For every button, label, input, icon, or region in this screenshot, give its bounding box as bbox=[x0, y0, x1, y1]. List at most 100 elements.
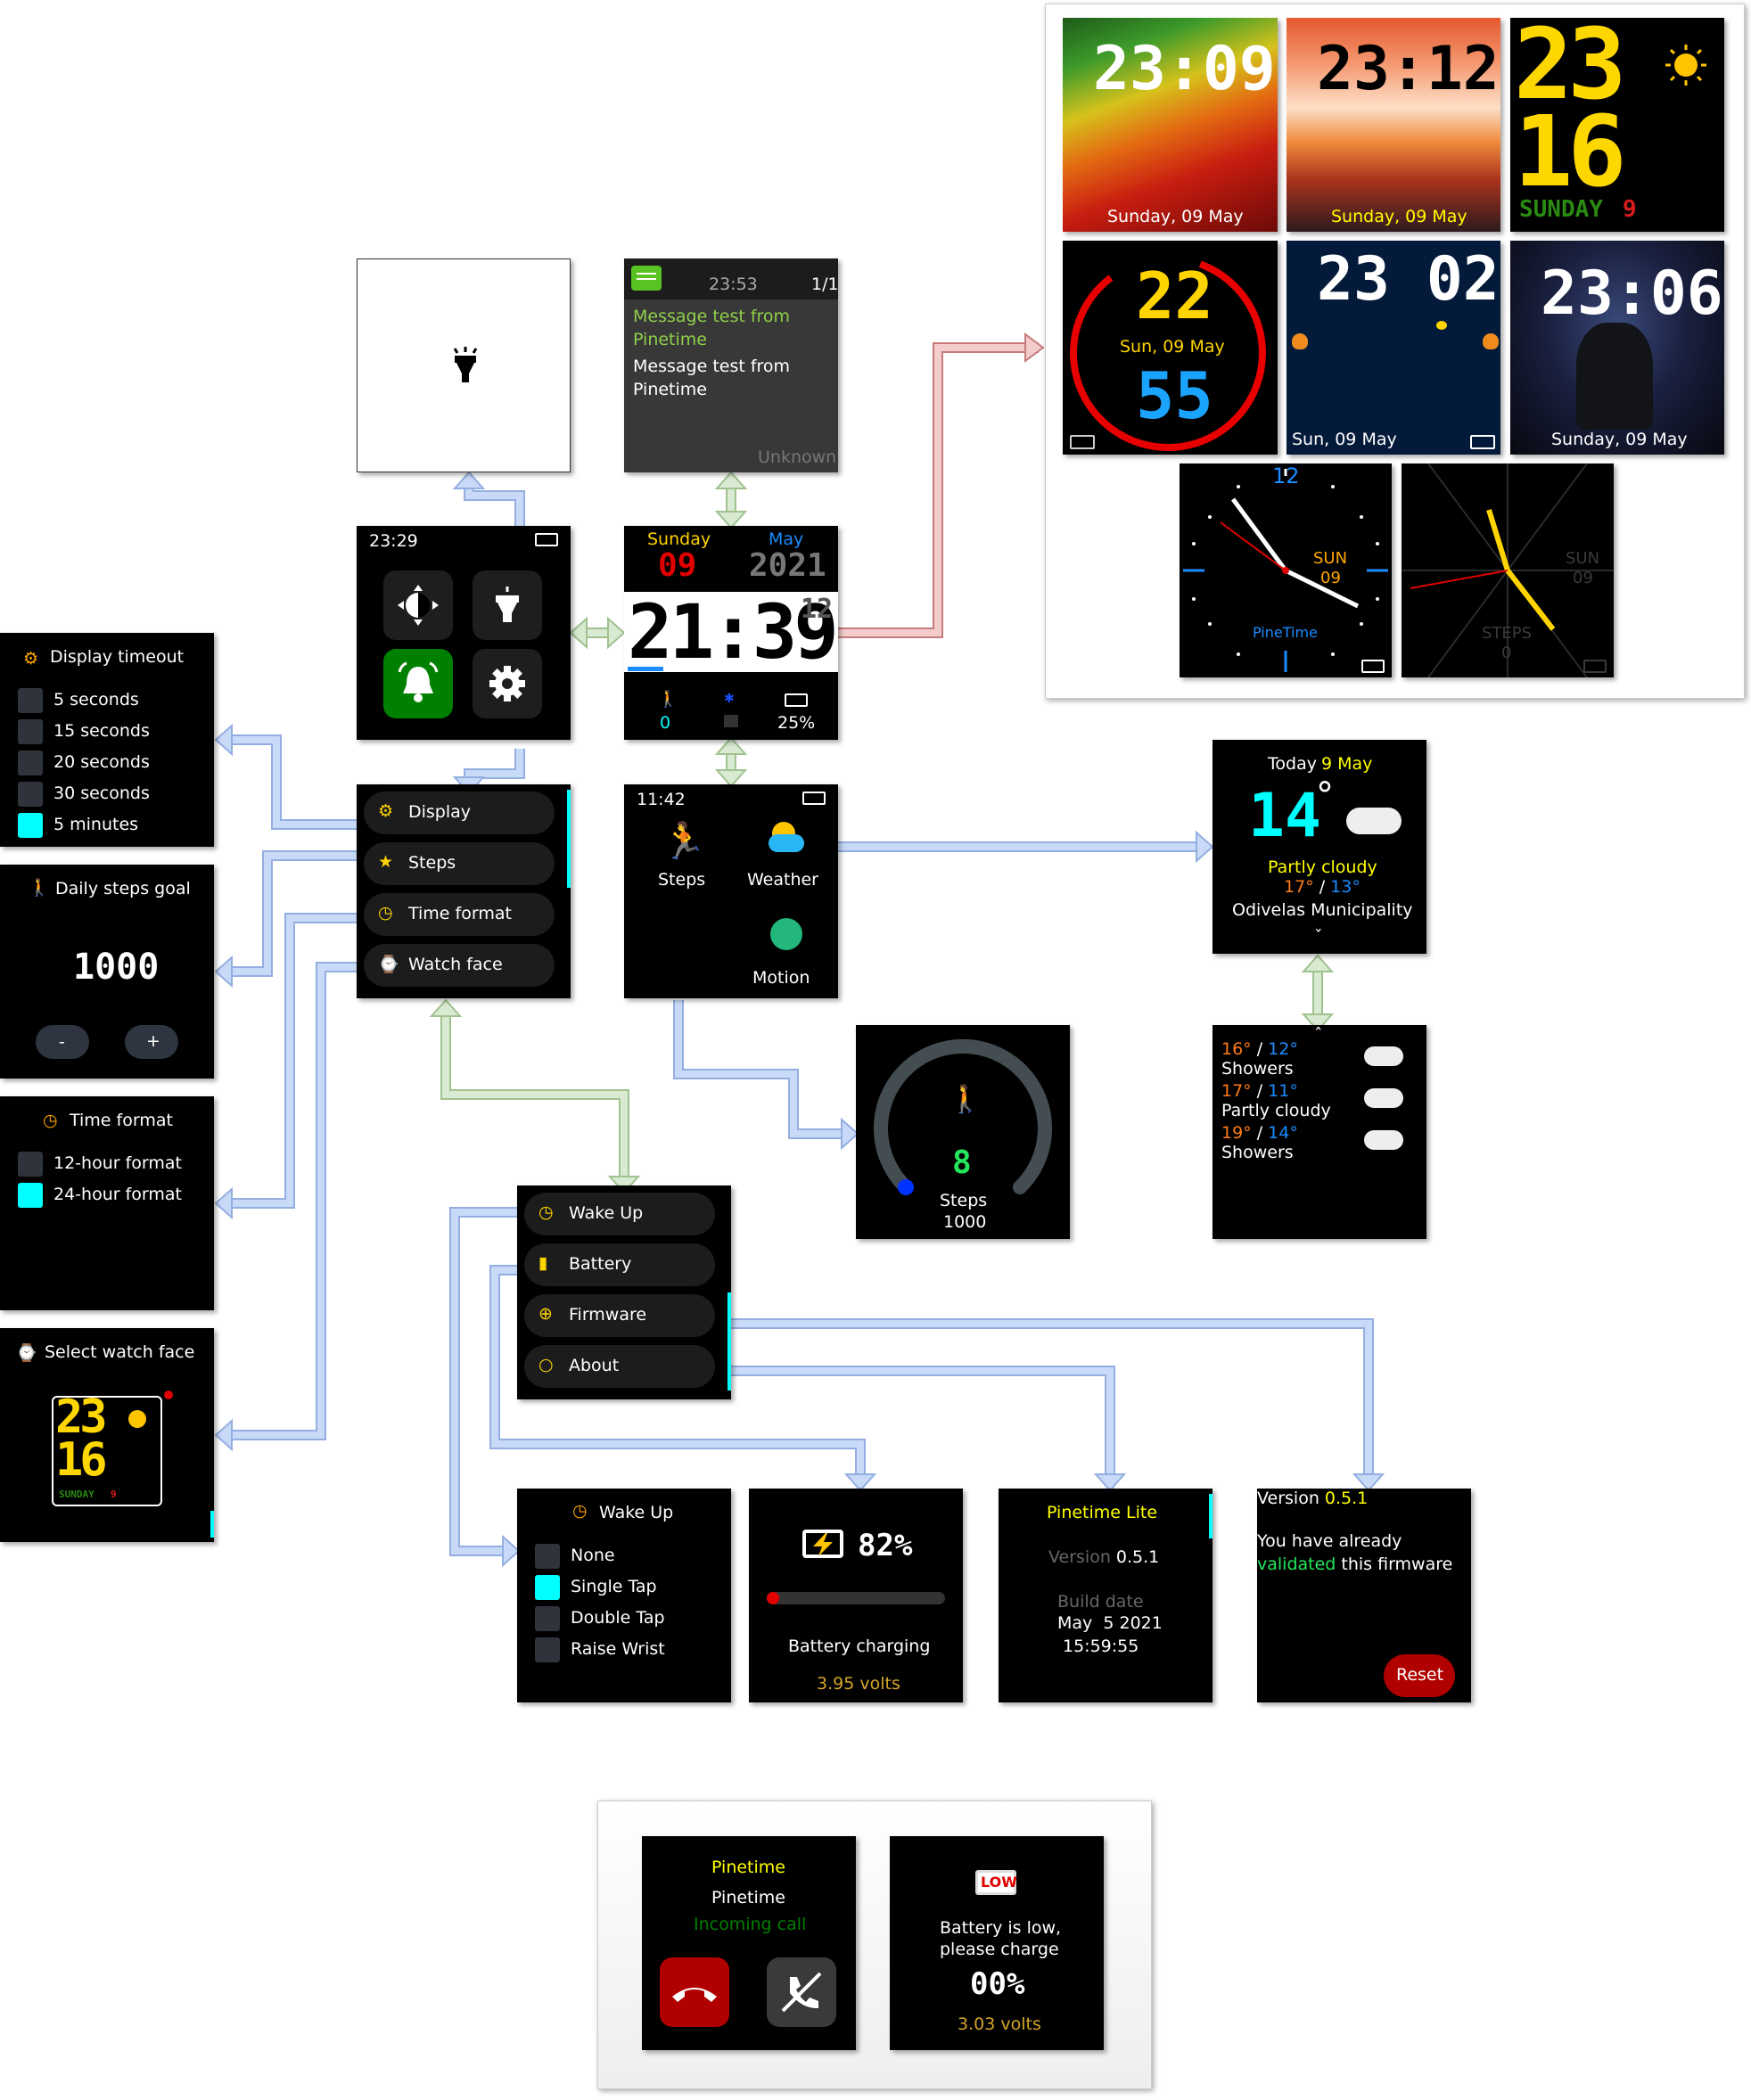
settings-button[interactable] bbox=[473, 649, 542, 718]
settings-item-watch-face[interactable]: ⌚Watch face bbox=[364, 944, 555, 987]
mute-call-button[interactable] bbox=[767, 1957, 836, 2027]
analog-daynum: 09 bbox=[1320, 569, 1341, 587]
digital-year: 2021 bbox=[749, 547, 826, 584]
motion-app-button[interactable]: Motion bbox=[740, 918, 829, 989]
timeout-option-checkbox[interactable] bbox=[18, 688, 43, 713]
settings-menu-screen[interactable]: ⚙Display ★Steps ◷ Time format ⌚Watch face bbox=[357, 784, 571, 998]
watchface-pencils[interactable]: 23:09 Sunday, 09 May bbox=[1063, 18, 1278, 232]
watchface-ring[interactable]: 22 Sun, 09 May 55 bbox=[1063, 241, 1278, 455]
flashlight-button[interactable] bbox=[473, 570, 542, 640]
wake-option-checkbox[interactable] bbox=[535, 1637, 560, 1662]
firmware-screen[interactable]: Version 0.5.1 You have already validated… bbox=[1257, 1489, 1471, 1702]
battery-screen[interactable]: 82% Battery charging 3.95 volts bbox=[749, 1489, 963, 1702]
time-format-title: Time format bbox=[70, 1111, 173, 1130]
about-screen[interactable]: Pinetime Lite Version 0.5.1 Build date M… bbox=[999, 1489, 1213, 1702]
weather-app-label: Weather bbox=[747, 870, 818, 890]
preview-day: SUNDAY bbox=[59, 1489, 95, 1500]
time-format-option-checkbox[interactable] bbox=[18, 1183, 43, 1208]
analog-twelve: 12 bbox=[1272, 463, 1300, 488]
watchface-moai[interactable]: 23:06 Sunday, 09 May bbox=[1510, 241, 1724, 455]
steps-goal-title: Daily steps goal bbox=[55, 879, 191, 898]
settings-menu-2-screen[interactable]: ◷Wake Up ▮Battery ⊕Firmware ○About bbox=[517, 1185, 731, 1399]
message-icon bbox=[631, 266, 662, 291]
watchface-analog[interactable]: 12 SUN 09 PineTime bbox=[1180, 463, 1392, 677]
timeout-option-checkbox[interactable] bbox=[18, 719, 43, 744]
lamp-right-icon bbox=[1483, 333, 1499, 349]
watchface-sunny[interactable]: 23 16 SUNDAY 9 bbox=[1510, 18, 1724, 232]
settings-item-battery[interactable]: ▮Battery bbox=[524, 1243, 715, 1286]
app-launcher-screen[interactable]: 11:42 🏃 Steps Weather Motion bbox=[624, 784, 838, 998]
select-watchface-screen[interactable]: ⌚ Select watch face 23 16 SUNDAY 9 bbox=[0, 1328, 214, 1542]
clock-icon: ◷ bbox=[378, 903, 393, 923]
running-icon: 🏃 bbox=[662, 821, 706, 862]
battery-icon bbox=[802, 792, 826, 805]
time-format-option-checkbox[interactable] bbox=[18, 1152, 43, 1177]
menu-item-label: Display bbox=[408, 802, 472, 822]
digital-watchface-screen[interactable]: Sunday May 09 2021 21:39 12 🚶 0 ✱ 25% bbox=[624, 526, 838, 740]
battery-volts: 3.95 volts bbox=[817, 1674, 900, 1694]
settings-item-steps[interactable]: ★Steps bbox=[364, 842, 555, 885]
weather-screen[interactable]: Today 9 May 14 ° Partly cloudy 17° / 13°… bbox=[1213, 740, 1426, 954]
watchface-dark-analog[interactable]: SUN 09 STEPS 0 bbox=[1402, 463, 1614, 677]
wake-option-checkbox[interactable] bbox=[535, 1544, 560, 1569]
steps-app-screen[interactable]: 🚶 8 Steps 1000 bbox=[856, 1025, 1070, 1239]
alarm-button[interactable] bbox=[383, 649, 453, 718]
steps-app-label: Steps bbox=[658, 870, 706, 890]
battery-icon: ▮ bbox=[538, 1253, 548, 1273]
wake-option-checkbox[interactable] bbox=[535, 1575, 560, 1600]
timeout-option-label: 5 minutes bbox=[53, 815, 139, 834]
steps-plus-button[interactable]: + bbox=[125, 1025, 178, 1059]
decline-call-button[interactable] bbox=[660, 1957, 729, 2027]
menu-item-label: Time format bbox=[408, 904, 512, 923]
chevron-down-icon[interactable]: ˇ bbox=[1314, 927, 1323, 947]
quick-settings-screen[interactable]: 23:29 bbox=[357, 526, 571, 740]
incoming-call-screen[interactable]: Pinetime Pinetime Incoming call bbox=[642, 1836, 856, 2050]
forecast-row: 19° / 14° bbox=[1221, 1123, 1298, 1143]
battery-bar-fill bbox=[767, 1592, 779, 1604]
timeout-option-checkbox[interactable] bbox=[18, 782, 43, 807]
mute-icon bbox=[781, 1972, 822, 2013]
watch-icon: ○ bbox=[538, 1355, 554, 1374]
steps-goal-screen[interactable]: 🚶 Daily steps goal 1000 - + bbox=[0, 865, 214, 1079]
watchface-navy[interactable]: 23 02 Sun, 09 May bbox=[1287, 241, 1500, 455]
steps-minus-button[interactable]: - bbox=[36, 1025, 89, 1059]
steps-app-button[interactable]: 🏃 Steps bbox=[642, 820, 722, 891]
battery-icon bbox=[535, 533, 558, 546]
low-badge: LOW bbox=[981, 1874, 1017, 1891]
settings-item-display[interactable]: ⚙Display bbox=[364, 792, 555, 834]
settings-item-about[interactable]: ○About bbox=[524, 1345, 715, 1388]
timeout-option-checkbox[interactable] bbox=[18, 813, 43, 838]
low-battery-icon: LOW bbox=[975, 1870, 1017, 1895]
menu-item-label: Firmware bbox=[569, 1305, 647, 1325]
flashlight-icon[interactable] bbox=[449, 347, 481, 386]
forecast-label: Partly cloudy bbox=[1221, 1101, 1331, 1120]
reset-button[interactable]: Reset bbox=[1384, 1654, 1455, 1697]
digital-time: 21:39 bbox=[628, 588, 838, 676]
firmware-version: 0.5.1 bbox=[1324, 1489, 1369, 1508]
settings-item-wake-up[interactable]: ◷Wake Up bbox=[524, 1193, 715, 1235]
weather-degree: ° bbox=[1316, 775, 1334, 816]
notification-icon bbox=[724, 715, 738, 727]
brightness-button[interactable] bbox=[383, 570, 453, 640]
low-battery-screen[interactable]: LOW Battery is low, please charge 00% 3.… bbox=[890, 1836, 1104, 2050]
weather-cloud bbox=[769, 834, 804, 852]
call-status: Incoming call bbox=[694, 1915, 807, 1934]
chevron-up-icon[interactable]: ˆ bbox=[1314, 1025, 1323, 1045]
digital-seconds: 12 bbox=[801, 594, 834, 625]
watchface-preview[interactable]: 23 16 SUNDAY 9 bbox=[52, 1390, 162, 1506]
settings-item-firmware[interactable]: ⊕Firmware bbox=[524, 1294, 715, 1337]
battery-status: Battery charging bbox=[788, 1637, 931, 1656]
watchface-sunset[interactable]: 23:12 Sunday, 09 May bbox=[1287, 18, 1500, 232]
weather-app-button[interactable]: Weather bbox=[740, 820, 829, 891]
flashlight-screen[interactable] bbox=[357, 258, 571, 472]
settings-item-time-format[interactable]: ◷ Time format bbox=[364, 893, 555, 936]
notification-screen[interactable]: 23:53 1/1 Message test from Pinetime Mes… bbox=[624, 258, 838, 472]
call-title: Pinetime bbox=[711, 1858, 785, 1877]
wake-option-checkbox[interactable] bbox=[535, 1606, 560, 1631]
timeout-option-checkbox[interactable] bbox=[18, 751, 43, 775]
watchface-time: 23 02 bbox=[1317, 244, 1500, 315]
